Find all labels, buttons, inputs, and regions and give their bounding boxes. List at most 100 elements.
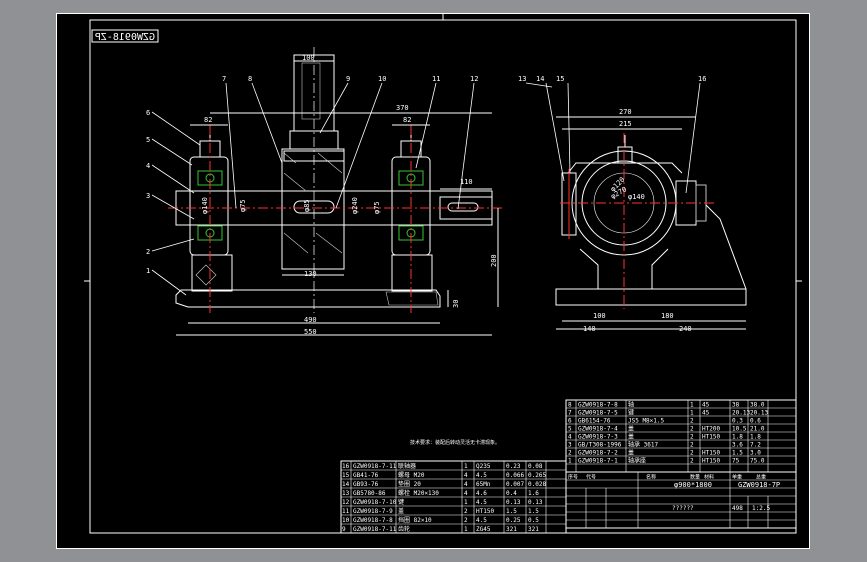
dim-span: 370 [396, 104, 409, 112]
dim-base-overall: 490 [304, 316, 317, 324]
parts-lower-cell: 10 [342, 517, 350, 524]
scale: 1:2.5 [752, 505, 770, 512]
parts-lower-cell: 0.028 [528, 481, 546, 488]
parts-lower-cell: 0.23 [506, 463, 521, 470]
designer: ?????? [672, 505, 694, 512]
parts-upper-cell: 45 [702, 410, 710, 417]
parts-header-cell: 材料 [704, 474, 714, 481]
parts-upper-cell: 2 [690, 418, 694, 425]
dim-hub: φ240 [351, 197, 359, 214]
parts-lower-cell: 9 [342, 526, 346, 533]
parts-upper-cell: 3.0 [750, 450, 761, 457]
parts-lower-cell: Q235 [476, 463, 491, 470]
parts-lower-cell: 4.5 [476, 517, 487, 524]
parts-lower-cell: 0.08 [528, 463, 543, 470]
dim-top-width: 100 [302, 54, 315, 62]
balloon-10: 10 [378, 75, 386, 83]
parts-list-upper-header: 序号代号名称数量材料单重总重 [568, 474, 766, 481]
parts-upper-cell: GZW0918-7-8 [578, 402, 618, 409]
parts-upper-cell: HT150 [702, 450, 720, 457]
parts-upper-cell: 盖 [628, 425, 634, 433]
parts-lower-cell: 11 [342, 508, 350, 515]
parts-lower-cell: 2 [464, 517, 468, 524]
parts-lower-cell: 2 [464, 508, 468, 515]
parts-upper-cell: JS5 M8×1.5 [628, 418, 665, 425]
parts-lower-cell: 螺栓 M20×130 [398, 489, 439, 497]
parts-header-cell: 单重 [732, 474, 742, 481]
parts-lower-cell: 4 [464, 472, 468, 479]
parts-upper-cell: 轴承座 [628, 457, 646, 465]
balloon-3: 3 [146, 192, 150, 200]
assembly-name: φ900*1800 [674, 481, 712, 489]
dim-side-base-a: 100 [593, 312, 606, 320]
parts-upper-cell: 6 [568, 418, 572, 425]
parts-upper-cell: 盖 [628, 433, 634, 441]
parts-upper-cell: 2 [690, 458, 694, 465]
parts-lower-cell: 0.066 [506, 472, 524, 479]
left-pedestal-hatch [195, 264, 217, 286]
parts-upper-cell: 3 [568, 442, 572, 449]
parts-lower-cell: 联轴器 [398, 462, 416, 470]
parts-lower-cell: 1 [464, 526, 468, 533]
balloon-6: 6 [146, 109, 150, 117]
dim-shaft-right: φ75 [373, 201, 381, 214]
parts-upper-cell: 2 [690, 426, 694, 433]
dim-height: 200 [490, 254, 498, 267]
dim-shaft-left: φ75 [239, 199, 247, 212]
outer-border [56, 13, 810, 549]
dim-bearing-left: φ140 [201, 197, 209, 214]
parts-upper-cell: 1.5 [732, 450, 743, 457]
title-block [565, 471, 797, 529]
side-rib [705, 204, 747, 290]
parts-lower-cell: 15 [342, 472, 350, 479]
dim-side-base-right: 240 [679, 325, 692, 333]
balloon-4: 4 [146, 162, 150, 170]
balloon-2: 2 [146, 248, 150, 256]
parts-upper-cell: HT200 [702, 426, 720, 433]
hub-hatch [283, 152, 343, 254]
parts-upper-cell: GZW0918-7-2 [578, 450, 618, 457]
dim-side-base-b: 180 [661, 312, 674, 320]
parts-lower-cell: 0.007 [506, 481, 524, 488]
drawing-number: GZW0918-7P [738, 481, 780, 489]
parts-lower-cell: 4.6 [476, 490, 487, 497]
parts-lower-cell: 0.265 [528, 472, 546, 479]
parts-upper-cell: 7.2 [750, 442, 761, 449]
parts-upper-cell: 45 [702, 402, 710, 409]
balloon-8: 8 [248, 75, 252, 83]
parts-upper-cell: 轴承 3617 [628, 441, 658, 449]
parts-lower-cell: GZW0918-7-11 [353, 526, 397, 533]
parts-upper-cell: 1 [568, 458, 572, 465]
parts-upper-cell: 3.6 [732, 442, 743, 449]
parts-lower-cell: GZW0918-7-10 [353, 499, 397, 506]
dim-right-width: 82 [403, 116, 411, 124]
dim-side-dia-inner: φ140 [628, 193, 645, 201]
parts-lower-cell: HT150 [476, 508, 494, 515]
parts-lower-cell: 盖 [398, 507, 404, 515]
parts-upper-cell: 8 [568, 402, 572, 409]
parts-upper-cell: GZW0918-7-5 [578, 410, 618, 417]
parts-lower-cell: 螺母 M20 [398, 471, 425, 479]
side-support [579, 248, 669, 289]
parts-upper-cell: 0.6 [750, 418, 761, 425]
parts-upper-cell: 2 [690, 442, 694, 449]
parts-upper-cell: 键 [628, 409, 634, 417]
right-pedestal [391, 254, 433, 292]
parts-upper-cell: 21.0 [750, 426, 765, 433]
dim-side-top: 270 [619, 108, 632, 116]
shaft-keyway [447, 202, 479, 212]
balloon-5: 5 [146, 136, 150, 144]
parts-lower-cell: 0.25 [506, 517, 521, 524]
parts-upper-cell: 1.8 [750, 434, 761, 441]
drawing-code: GZW0918-ZP [95, 32, 155, 43]
balloon-16: 16 [698, 75, 706, 83]
front-view [151, 47, 502, 336]
parts-list-upper [565, 399, 797, 473]
side-view [525, 82, 747, 330]
parts-header-cell: 序号 [568, 474, 578, 481]
balloon-9: 9 [346, 75, 350, 83]
parts-upper-cell: 1 [690, 410, 694, 417]
side-base [555, 288, 747, 306]
parts-upper-cell: 38 [732, 402, 740, 409]
